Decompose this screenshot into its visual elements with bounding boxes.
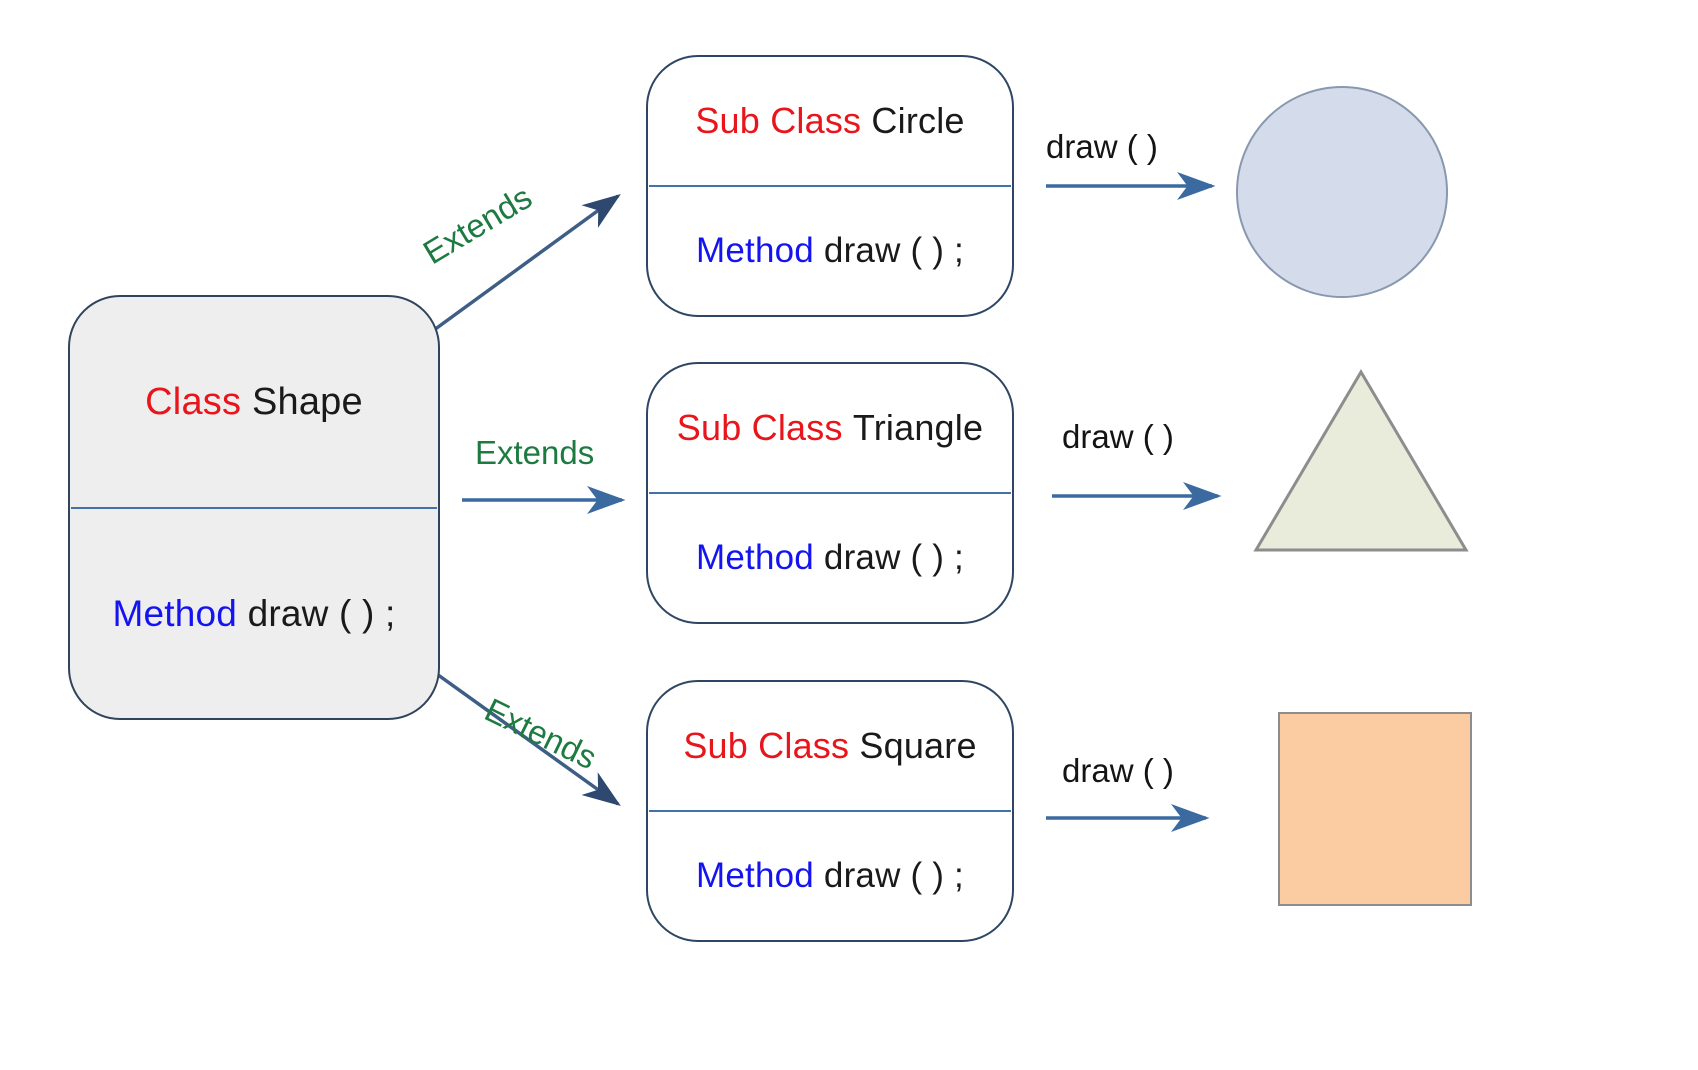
class-keyword: Class [145, 380, 242, 423]
draw-call-label-triangle: draw ( ) [1062, 418, 1174, 455]
extends-label-circle: Extends [416, 178, 539, 272]
class-box-circle-divider [649, 185, 1011, 187]
class-box-shape[interactable]: Class Shape Method draw ( ) ; [68, 295, 440, 720]
class-title: Sub Class Circle [695, 100, 964, 142]
class-box-circle-header: Sub Class Circle [648, 57, 1012, 185]
method-signature: draw ( ) ; [823, 538, 964, 577]
class-box-square-divider [649, 810, 1011, 812]
square-shape [1278, 712, 1472, 906]
method-keyword: Method [696, 856, 814, 895]
subclass-keyword: Sub Class [683, 725, 850, 766]
extends-label-triangle: Extends [475, 434, 595, 471]
subclass-name: Square [859, 725, 977, 766]
subclass-keyword: Sub Class [676, 407, 843, 448]
class-box-square-body: Method draw ( ) ; [648, 812, 1012, 940]
class-title: Sub Class Triangle [677, 407, 983, 449]
extends-label-square: Extends [479, 690, 603, 777]
subclass-name: Circle [871, 100, 965, 141]
method-line: Method draw ( ) ; [696, 231, 964, 271]
class-box-shape-divider [71, 507, 437, 509]
class-title: Sub Class Square [683, 725, 976, 767]
method-line: Method draw ( ) ; [696, 538, 964, 578]
class-box-triangle-divider [649, 492, 1011, 494]
method-signature: draw ( ) ; [247, 592, 396, 634]
subclass-name: Triangle [852, 407, 984, 448]
method-line: Method draw ( ) ; [696, 856, 964, 896]
method-signature: draw ( ) ; [823, 231, 964, 270]
class-box-triangle-body: Method draw ( ) ; [648, 494, 1012, 622]
class-box-shape-body: Method draw ( ) ; [70, 509, 438, 718]
method-signature: draw ( ) ; [823, 856, 964, 895]
method-line: Method draw ( ) ; [112, 593, 395, 635]
class-title: Class Shape [145, 381, 363, 424]
method-keyword: Method [696, 231, 814, 270]
draw-call-label-circle: draw ( ) [1046, 128, 1158, 165]
class-box-circle-body: Method draw ( ) ; [648, 187, 1012, 315]
class-box-square[interactable]: Sub Class Square Method draw ( ) ; [646, 680, 1014, 942]
class-box-triangle[interactable]: Sub Class Triangle Method draw ( ) ; [646, 362, 1014, 624]
class-box-circle[interactable]: Sub Class Circle Method draw ( ) ; [646, 55, 1014, 317]
triangle-polygon [1253, 369, 1469, 552]
triangle-shape [1253, 369, 1469, 552]
class-box-shape-header: Class Shape [70, 297, 438, 507]
draw-call-label-square: draw ( ) [1062, 752, 1174, 789]
class-box-square-header: Sub Class Square [648, 682, 1012, 810]
method-keyword: Method [112, 592, 238, 634]
class-box-triangle-header: Sub Class Triangle [648, 364, 1012, 492]
circle-shape [1236, 86, 1448, 298]
class-name: Shape [251, 380, 363, 423]
method-keyword: Method [696, 538, 814, 577]
subclass-keyword: Sub Class [695, 100, 862, 141]
